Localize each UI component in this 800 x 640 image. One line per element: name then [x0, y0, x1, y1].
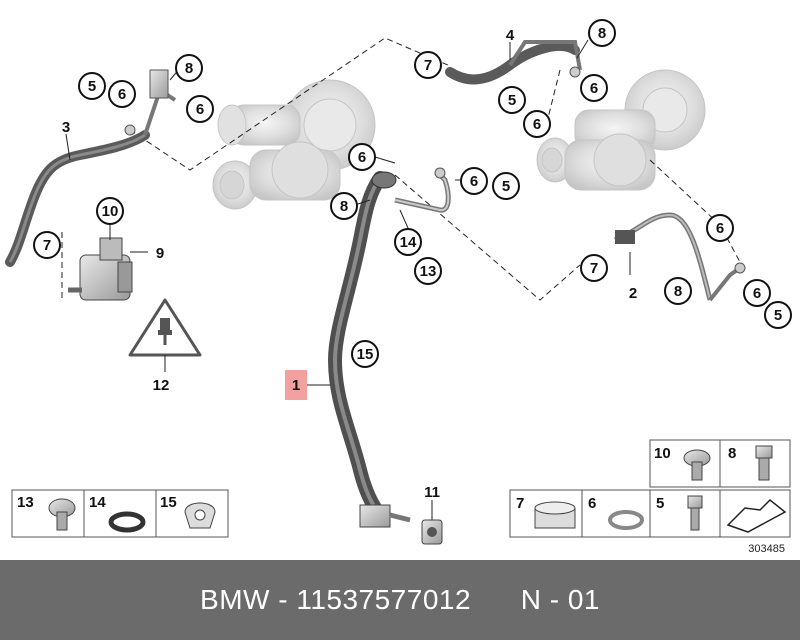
svg-text:14: 14 — [400, 234, 417, 251]
svg-text:6: 6 — [118, 86, 126, 103]
pipe-part-14 — [394, 167, 451, 213]
svg-text:15: 15 — [357, 346, 374, 363]
hose-part-3 — [5, 69, 177, 267]
screw-part-13-icon — [48, 498, 76, 531]
pipe-part-2 — [614, 212, 746, 302]
svg-text:6: 6 — [358, 149, 366, 166]
svg-text:6: 6 — [470, 173, 478, 190]
legend-left: 13 14 15 — [11, 489, 229, 538]
connector-part-11 — [421, 519, 443, 545]
svg-text:7: 7 — [590, 260, 598, 277]
svg-text:7: 7 — [424, 57, 432, 74]
svg-text:6: 6 — [590, 80, 598, 97]
clip-part-15-icon — [184, 502, 216, 529]
svg-text:1: 1 — [292, 377, 300, 394]
legend-label-13: 13 — [17, 494, 34, 511]
callouts: 1 2 3 4 12 11 9 — [33, 19, 792, 501]
callout-3: 3 — [62, 119, 70, 136]
legend-label-10: 10 — [654, 445, 671, 462]
legend-label-6: 6 — [588, 495, 596, 512]
svg-text:5: 5 — [508, 92, 516, 109]
footer-bar: BMW - 11537577012 N - 01 — [0, 560, 800, 640]
svg-text:5: 5 — [774, 307, 782, 324]
svg-text:6: 6 — [716, 220, 724, 237]
seal-ring-part-6-icon — [608, 510, 644, 530]
banjo-bolt-part-5-icon — [687, 495, 703, 531]
legend-label-7: 7 — [516, 495, 524, 512]
circle-callouts — [33, 19, 792, 368]
svg-text:8: 8 — [340, 198, 348, 215]
svg-text:8: 8 — [598, 25, 606, 42]
callout-4: 4 — [506, 27, 515, 44]
turbocharger-left — [212, 79, 376, 210]
diagram-ref-number: 303485 — [748, 543, 785, 555]
legend-right: 10 8 7 6 5 303485 — [509, 439, 791, 555]
svg-text:6: 6 — [196, 101, 204, 118]
circle-callout-labels: 5 6 8 6 10 7 7 8 5 6 6 6 6 5 8 14 13 15 … — [43, 25, 782, 363]
screw-part-10-icon — [683, 449, 711, 481]
callout-12: 12 — [153, 377, 170, 394]
hose-part-4 — [445, 40, 582, 85]
warning-triangle-part-12 — [128, 298, 202, 372]
legend-label-5: 5 — [656, 495, 664, 512]
svg-text:6: 6 — [753, 285, 761, 302]
bolt-part-8-icon — [755, 445, 773, 481]
svg-text:8: 8 — [185, 60, 193, 77]
hose-part-1 — [327, 171, 411, 528]
svg-text:5: 5 — [88, 78, 96, 95]
svg-text:5: 5 — [502, 178, 510, 195]
svg-text:6: 6 — [533, 116, 541, 133]
sensor-part-9 — [68, 237, 133, 301]
legend-label-14: 14 — [89, 494, 106, 511]
callout-11: 11 — [424, 484, 440, 501]
callout-9: 9 — [156, 245, 164, 262]
part-number-label: BMW - 11537577012 N - 01 — [200, 584, 600, 615]
svg-text:8: 8 — [674, 283, 682, 300]
svg-text:7: 7 — [43, 237, 51, 254]
callout-2: 2 — [629, 285, 637, 302]
callout-1: 1 — [285, 370, 307, 400]
legend-label-15: 15 — [160, 494, 177, 511]
seal-ring-part-14-icon — [108, 511, 146, 533]
svg-text:13: 13 — [420, 263, 437, 280]
turbocharger-right — [536, 69, 706, 191]
clamp-part-7-icon — [534, 501, 576, 529]
legend-label-8: 8 — [728, 445, 736, 462]
svg-text:10: 10 — [102, 203, 119, 220]
parts-diagram: 1 2 3 4 12 11 9 — [5, 19, 792, 555]
arrow-indicator-icon — [726, 498, 787, 533]
